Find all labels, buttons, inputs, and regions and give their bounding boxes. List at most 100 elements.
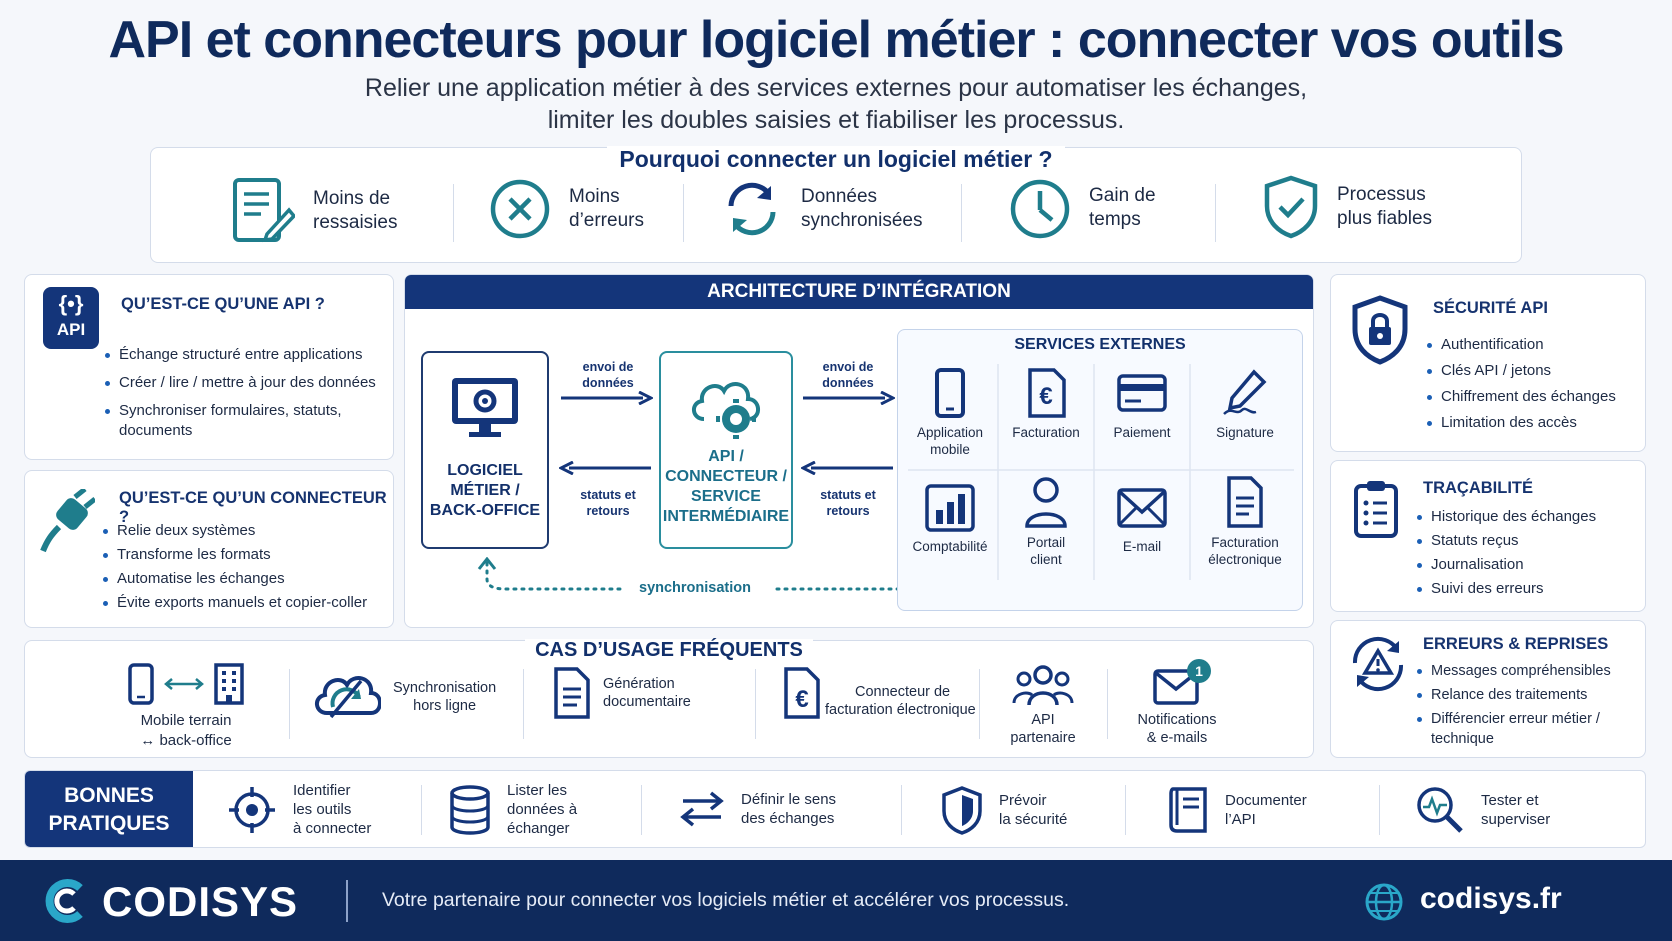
why-panel: Pourquoi connecter un logiciel métier ? …	[150, 146, 1522, 263]
signature-pen-icon	[1220, 368, 1270, 418]
database-icon	[449, 784, 491, 835]
connector-card-title: QU’EST-CE QU’UN CONNECTEUR ?	[119, 489, 387, 526]
users-group-icon	[1012, 663, 1074, 707]
list-item: Clés API / jetons	[1425, 361, 1645, 381]
brand-name: CODISYS	[102, 878, 299, 925]
svg-text:€: €	[1039, 383, 1052, 410]
api-card-title: QU’EST-CE QU’UNE API ?	[121, 295, 325, 313]
list-item: Limitation des accès	[1425, 413, 1645, 433]
architecture-panel: ARCHITECTURE D’INTÉGRATION LOGICIEL MÉTI…	[404, 274, 1314, 628]
double-arrow-icon	[164, 677, 204, 691]
sync-icon	[721, 178, 783, 240]
page-subtitle: Relier une application métier à des serv…	[364, 74, 1308, 134]
document-icon	[1225, 476, 1265, 528]
cloud-offline-icon	[311, 669, 381, 725]
service-email: E-mail	[1094, 484, 1190, 555]
svg-text:€: €	[795, 686, 808, 713]
errors-list: Messages compréhensibles Relance des tra…	[1415, 661, 1641, 753]
usecase-notifications: 1 Notifications& e-mails	[1117, 659, 1237, 747]
x-circle-icon	[489, 178, 551, 240]
usecase-mobile: Mobile terrain ↔ back-office	[111, 663, 261, 751]
target-icon	[227, 785, 277, 835]
architecture-title: ARCHITECTURE D’INTÉGRATION	[405, 275, 1313, 309]
traceability-card: TRAÇABILITÉ Historique des échanges Stat…	[1330, 460, 1646, 612]
shield-check-icon	[1263, 174, 1319, 240]
list-item: Relie deux systèmes	[101, 521, 391, 541]
shield-icon	[941, 785, 983, 835]
list-item: Synchroniser formulaires, statuts, docum…	[103, 401, 393, 441]
magnifier-pulse-icon	[1415, 785, 1465, 835]
page-title: API et connecteurs pour logiciel métier …	[108, 11, 1564, 69]
notification-badge: 1	[1187, 659, 1211, 683]
api-card-list: Échange structuré entre applications Cré…	[103, 345, 393, 449]
usecases-panel: CAS D’USAGE FRÉQUENTS Mobile terrain ↔ b…	[24, 639, 1314, 758]
list-item: Échange structuré entre applications	[103, 345, 393, 365]
invoice-euro-icon: €	[783, 667, 821, 719]
footer: CODISYS Votre partenaire pour connecter …	[0, 860, 1672, 941]
building-icon	[214, 663, 244, 705]
bar-chart-icon	[925, 484, 975, 532]
list-item: Historique des échanges	[1415, 507, 1643, 527]
service-paiement: Paiement	[1094, 368, 1190, 441]
api-badge-icon: {•} API	[43, 287, 99, 349]
arrow-left-icon	[559, 461, 651, 475]
sync-label: synchronisation	[639, 580, 751, 596]
cloud-gear-icon	[686, 369, 766, 441]
website-link[interactable]: codisys.fr	[1420, 882, 1562, 915]
usecases-title: CAS D’USAGE FRÉQUENTS	[525, 639, 813, 661]
security-title: SÉCURITÉ API	[1433, 299, 1548, 317]
errors-card: ERREURS & REPRISES Messages compréhensib…	[1330, 620, 1646, 758]
list-item: Suivi des erreurs	[1415, 579, 1643, 599]
security-card: SÉCURITÉ API Authentification Clés API /…	[1330, 274, 1646, 452]
list-item: Chiffrement des échanges	[1425, 387, 1645, 407]
arrow-left-icon	[801, 461, 893, 475]
api-card: {•} API QU’EST-CE QU’UNE API ? Échange s…	[24, 274, 394, 460]
list-item: Transforme les formats	[101, 545, 391, 565]
invoice-euro-icon: €	[1026, 368, 1066, 418]
swap-arrows-icon	[679, 789, 725, 829]
list-item: Messages compréhensibles	[1415, 661, 1641, 681]
service-facturation: € Facturation	[998, 368, 1094, 441]
list-item: Automatise les échanges	[101, 569, 391, 589]
plug-icon	[39, 489, 95, 553]
logiciel-node: LOGICIEL MÉTIER / BACK-OFFICE	[421, 351, 549, 549]
credit-card-icon	[1117, 368, 1167, 418]
arrow-right-icon	[561, 391, 653, 405]
list-item: Créer / lire / mettre à jour des données	[103, 373, 393, 393]
arrow-right-icon	[803, 391, 895, 405]
user-icon	[1024, 476, 1068, 528]
list-item: Journalisation	[1415, 555, 1643, 575]
clock-icon	[1009, 176, 1071, 240]
footer-tagline: Votre partenaire pour connecter vos logi…	[382, 889, 1070, 911]
list-item: Relance des traitements	[1415, 685, 1641, 705]
service-signature: Signature	[1190, 368, 1300, 441]
mobile-phone-icon	[934, 368, 966, 418]
service-comptabilite: Comptabilité	[902, 484, 998, 555]
warning-refresh-icon	[1347, 633, 1409, 695]
list-item: Différencier erreur métier / technique	[1415, 709, 1641, 749]
document-edit-icon	[229, 176, 295, 246]
connector-card: QU’EST-CE QU’UN CONNECTEUR ? Relie deux …	[24, 470, 394, 628]
book-icon	[1167, 785, 1209, 835]
services-title: SERVICES EXTERNES	[1014, 336, 1186, 353]
connector-card-list: Relie deux systèmes Transforme les forma…	[101, 521, 391, 617]
